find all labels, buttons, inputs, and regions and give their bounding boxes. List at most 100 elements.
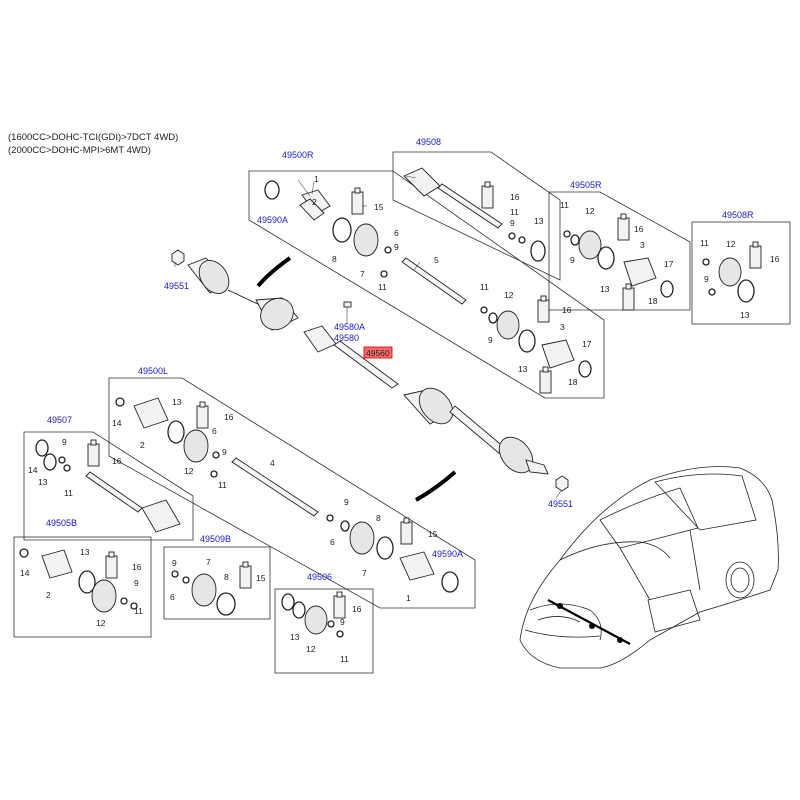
- snap-ring-icon: [120, 597, 128, 605]
- snap-ring-icon: [570, 234, 580, 246]
- part-number: 9: [394, 242, 399, 252]
- snap-ring-icon: [384, 246, 392, 254]
- part-number: 3: [640, 240, 645, 250]
- part-number: 9: [172, 558, 177, 568]
- part-number: 18: [568, 377, 578, 387]
- snap-ring-icon: [737, 279, 755, 303]
- snap-ring-icon: [380, 270, 388, 278]
- model-line-1: (1600CC>DOHC-TCI(GDI)>7DCT 4WD): [8, 132, 179, 143]
- highlight-49560: [363, 346, 393, 359]
- grease-tube-icon: [617, 213, 630, 241]
- group-label-49580A[interactable]: 49580A: [334, 322, 365, 332]
- snap-ring-icon: [376, 536, 394, 560]
- snap-ring-icon: [292, 601, 306, 619]
- part-number: 9: [510, 218, 515, 228]
- part-number: 11: [134, 606, 143, 616]
- snap-ring-icon: [332, 217, 352, 243]
- group-label-49500R[interactable]: 49500R: [282, 150, 314, 160]
- snap-ring-icon: [708, 288, 716, 296]
- panel-49505R: [548, 191, 691, 311]
- snap-ring-icon: [336, 630, 344, 638]
- cv-boot-icon: [304, 605, 328, 635]
- snap-ring-icon: [115, 397, 125, 407]
- part-number: 11: [340, 654, 349, 664]
- snap-ring-icon: [167, 420, 185, 444]
- part-number: 11: [700, 238, 709, 248]
- snap-ring-icon: [130, 602, 138, 610]
- snap-ring-icon: [216, 592, 236, 616]
- group-label-49509B[interactable]: 49509B: [200, 534, 231, 544]
- group-label-49500L[interactable]: 49500L: [138, 366, 168, 376]
- part-number: 15: [428, 529, 438, 539]
- group-label-49505B[interactable]: 49505B: [46, 518, 77, 528]
- group-label-49508R[interactable]: 49508R: [722, 210, 754, 220]
- part-number: 13: [518, 364, 528, 374]
- part-number: 13: [534, 216, 544, 226]
- part-number: 11: [378, 282, 387, 292]
- part-number: 14: [28, 465, 38, 475]
- grease-tube-icon: [105, 551, 118, 579]
- part-number: 14: [20, 568, 30, 578]
- part-number: 7: [206, 557, 211, 567]
- part-number: 9: [488, 335, 493, 345]
- part-number: 16: [510, 192, 520, 202]
- group-label-49590A-bottom[interactable]: 49590A: [432, 549, 463, 559]
- snap-ring-icon: [597, 246, 615, 270]
- part-number: 6: [170, 592, 175, 602]
- part-number: 3: [560, 322, 565, 332]
- part-number: 2: [140, 440, 145, 450]
- cv-boot-icon: [578, 230, 602, 260]
- group-label-49590A-top[interactable]: 49590A: [257, 215, 288, 225]
- inner-shaft-icon: [231, 457, 319, 517]
- snap-ring-icon: [660, 280, 674, 298]
- panel-49505B: [13, 536, 152, 638]
- snap-ring-icon: [78, 570, 96, 594]
- snap-ring-icon: [281, 593, 295, 611]
- cv-joint-icon: [403, 167, 441, 197]
- part-number: 9: [570, 255, 575, 265]
- part-number: 13: [80, 547, 90, 557]
- part-number: 12: [726, 239, 736, 249]
- part-number: 9: [340, 617, 345, 627]
- cv-boot-icon: [349, 521, 375, 555]
- panel-49509B: [163, 546, 271, 620]
- snap-ring-icon: [43, 453, 57, 471]
- panel-49506: [274, 588, 374, 674]
- group-label-49507[interactable]: 49507: [47, 415, 72, 425]
- part-number: 16: [634, 224, 644, 234]
- snap-ring-icon: [340, 520, 350, 532]
- group-label-49508[interactable]: 49508: [416, 137, 441, 147]
- group-label-49580[interactable]: 49580: [334, 333, 359, 343]
- part-number: 9: [62, 437, 67, 447]
- inner-shaft-icon: [437, 183, 503, 229]
- part-number: 14: [112, 418, 122, 428]
- group-label-49560[interactable]: 49560: [366, 348, 390, 358]
- cv-joint-icon: [41, 549, 73, 579]
- group-label-49506[interactable]: 49506: [307, 572, 332, 582]
- part-number: 17: [664, 259, 674, 269]
- snap-ring-icon: [518, 329, 536, 353]
- part-number: 11: [218, 480, 227, 490]
- snap-ring-icon: [508, 232, 516, 240]
- cv-boot-icon: [353, 223, 379, 257]
- group-label-49551-top[interactable]: 49551: [164, 281, 189, 291]
- part-number: 16: [770, 254, 780, 264]
- part-number: 13: [290, 632, 300, 642]
- part-number: 1: [406, 593, 411, 603]
- part-number: 13: [740, 310, 750, 320]
- cv-joint-icon: [133, 397, 169, 429]
- suv-vehicle-icon: [519, 466, 779, 669]
- group-label-49551-bottom[interactable]: 49551: [548, 499, 573, 509]
- part-number: 8: [224, 572, 229, 582]
- cv-boot-icon: [496, 310, 520, 340]
- group-label-49505R[interactable]: 49505R: [570, 180, 602, 190]
- part-number: 4: [270, 458, 275, 468]
- snap-ring-icon: [35, 439, 49, 457]
- part-number: 9: [704, 274, 709, 284]
- cv-joint-icon: [299, 189, 331, 221]
- grease-tube-icon: [622, 283, 635, 311]
- part-number: 8: [332, 254, 337, 264]
- part-number: 16: [562, 305, 572, 315]
- snap-ring-icon: [530, 240, 546, 262]
- snap-ring-icon: [63, 464, 71, 472]
